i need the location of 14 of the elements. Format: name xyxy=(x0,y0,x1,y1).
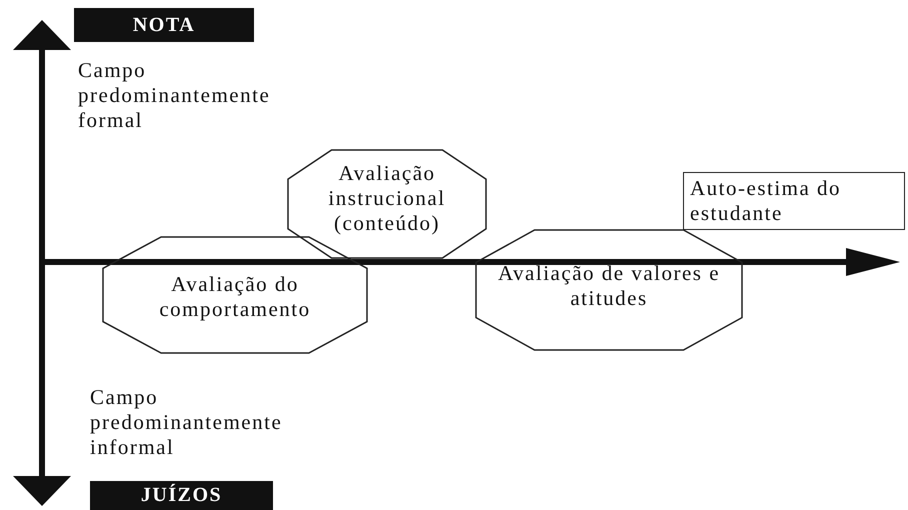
octagon-node xyxy=(476,230,742,350)
axis-label-box xyxy=(74,8,254,42)
node-text: Avaliação instrucional (conteúdo) xyxy=(327,160,447,236)
region-label: Campo predominantemente formal xyxy=(78,58,272,133)
node-text: Avaliação de valores e atitudes xyxy=(496,261,722,311)
octagon-node xyxy=(103,237,367,353)
axis-label-box xyxy=(90,481,273,510)
octagon-node xyxy=(288,150,486,258)
axis-label: NOTA xyxy=(132,12,196,38)
node-text: Auto-estima do estudante xyxy=(689,176,842,226)
text-box xyxy=(683,172,905,230)
node-text: Avaliação do comportamento xyxy=(158,272,312,322)
axis-label: JUÍZOS xyxy=(140,483,222,508)
region-label: Campo predominantemente informal xyxy=(90,385,284,460)
